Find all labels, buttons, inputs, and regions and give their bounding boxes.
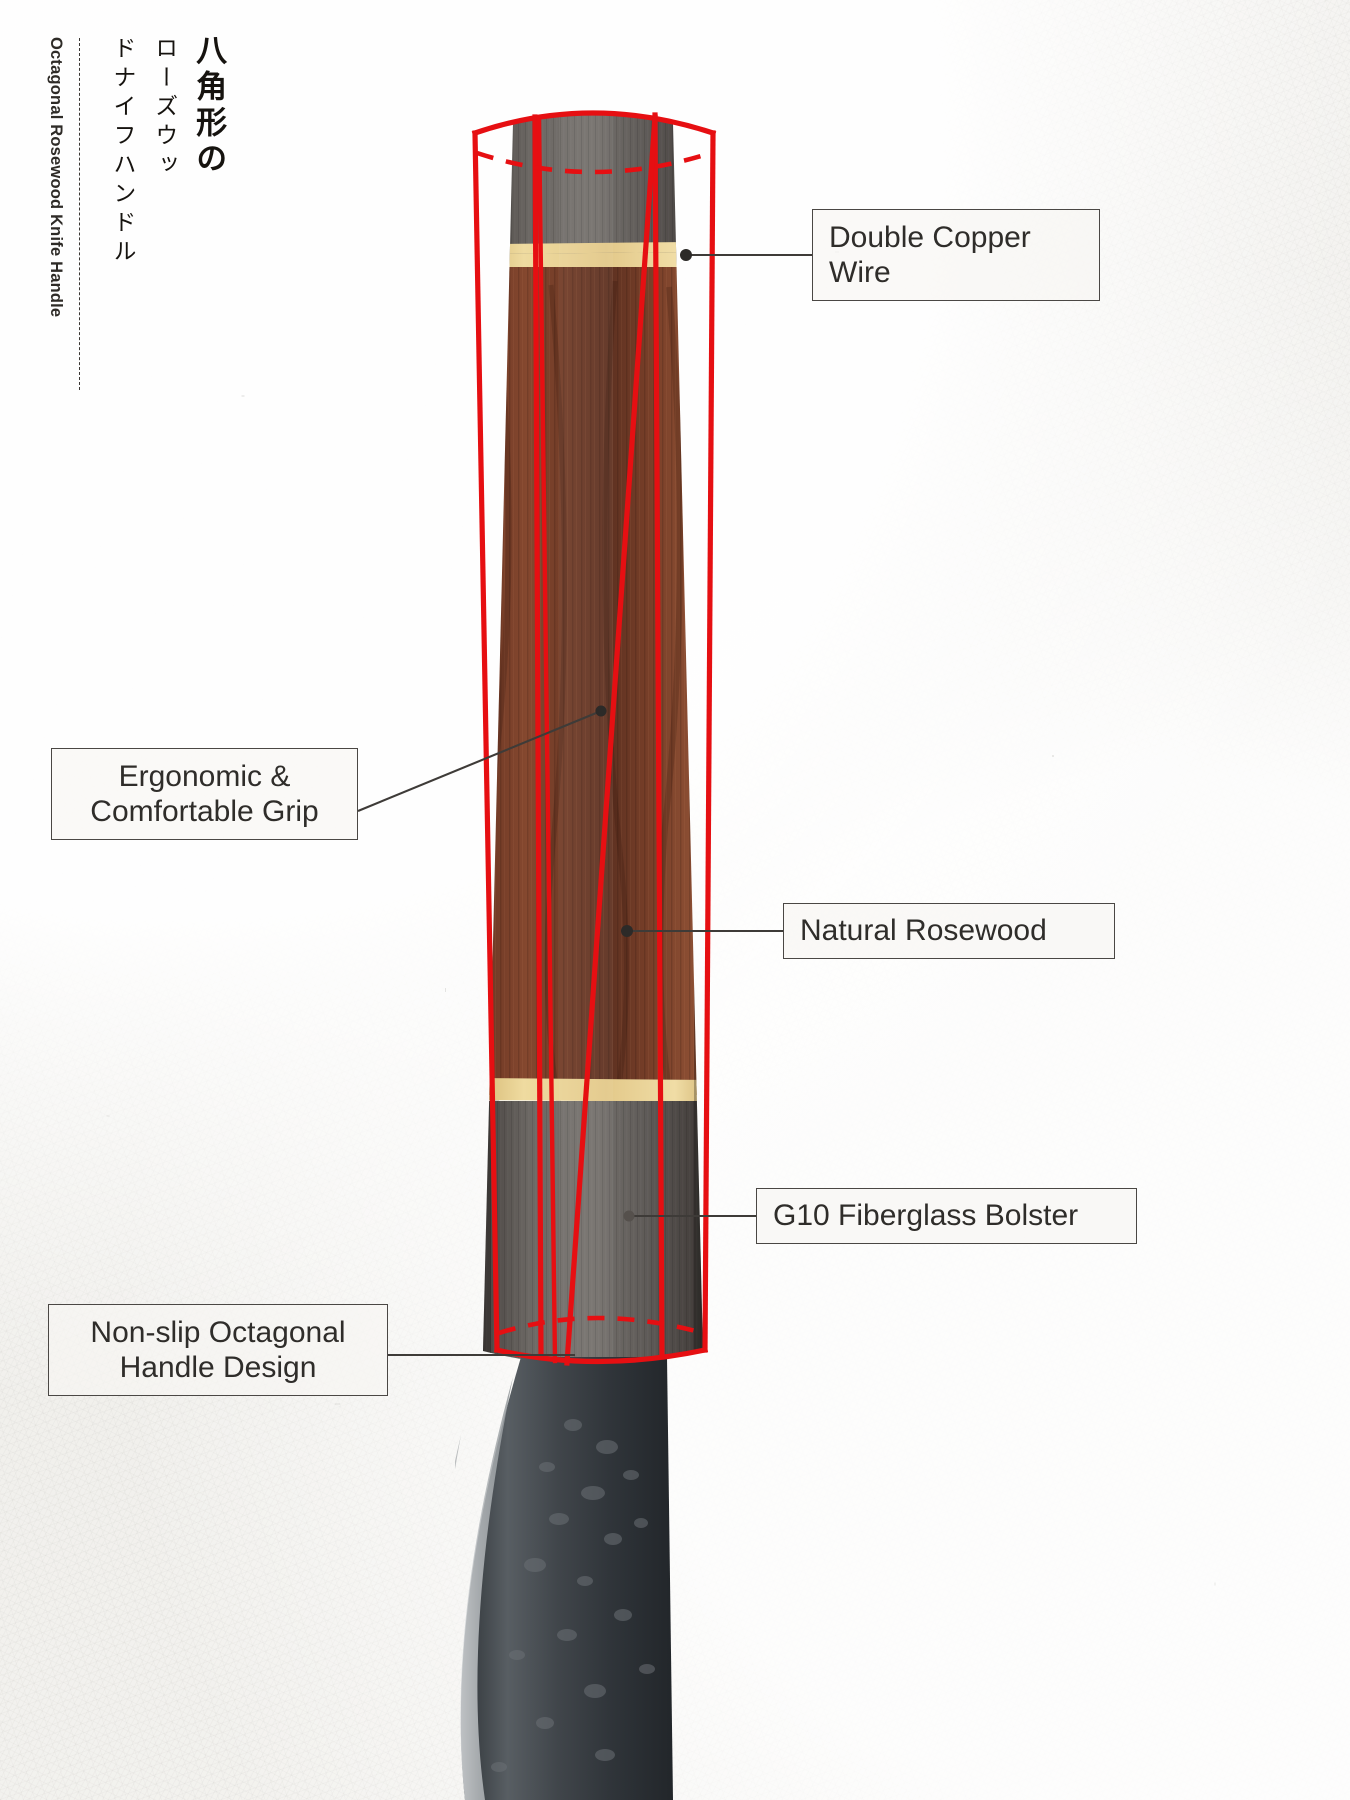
title-block: 八角形の ローズウッ ドナイフハンドル Octagonal Rosewood K… xyxy=(46,34,228,414)
title-divider-rule xyxy=(79,38,80,390)
japanese-title-line1: 八角形の xyxy=(190,34,227,178)
callout-label-non-slip-octagonal-handle-design: Non-slip Octagonal Handle Design xyxy=(90,1315,346,1384)
callout-label-double-copper-wire: Double Copper Wire xyxy=(829,220,1031,289)
callout-double-copper-wire[interactable]: Double Copper Wire xyxy=(812,209,1100,301)
japanese-title-line2: ローズウッ xyxy=(150,36,177,181)
callout-label-g10-fiberglass-bolster: G10 Fiberglass Bolster xyxy=(773,1199,1079,1233)
english-subtitle: Octagonal Rosewood Knife Handle xyxy=(47,37,65,318)
japanese-title-line3: ドナイフハンドル xyxy=(108,36,135,268)
callout-non-slip-octagonal-handle-design[interactable]: Non-slip Octagonal Handle Design xyxy=(48,1304,388,1396)
callout-label-ergonomic-comfortable-grip: Ergonomic & Comfortable Grip xyxy=(90,759,319,828)
callout-ergonomic-comfortable-grip[interactable]: Ergonomic & Comfortable Grip xyxy=(51,748,358,840)
callout-natural-rosewood[interactable]: Natural Rosewood xyxy=(783,903,1115,959)
callout-g10-fiberglass-bolster[interactable]: G10 Fiberglass Bolster xyxy=(756,1188,1137,1244)
callout-label-natural-rosewood: Natural Rosewood xyxy=(800,914,1047,948)
knife-handle-illustration xyxy=(455,95,730,1800)
